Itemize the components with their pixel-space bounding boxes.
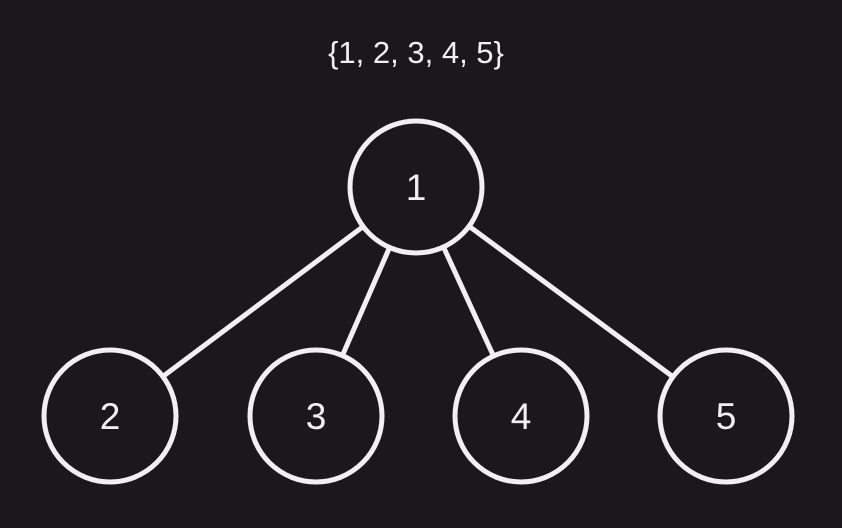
- edge-1-2: [161, 224, 365, 379]
- node-label-4: 4: [511, 396, 532, 437]
- edge-1-3: [340, 246, 392, 357]
- edge-1-4: [441, 245, 496, 358]
- node-label-2: 2: [100, 396, 121, 437]
- node-2: 2: [41, 347, 179, 485]
- node-label-3: 3: [306, 396, 327, 437]
- node-circle-3: [247, 347, 385, 485]
- nodes-group: 1 2 3 4 5: [41, 118, 795, 485]
- edge-1-5: [467, 224, 675, 379]
- node-circle-4: [452, 347, 590, 485]
- edges-group: [161, 224, 675, 379]
- node-circle-5: [657, 347, 795, 485]
- node-3: 3: [247, 347, 385, 485]
- node-label-5: 5: [716, 396, 737, 437]
- node-circle-2: [41, 347, 179, 485]
- node-4: 4: [452, 347, 590, 485]
- node-1: 1: [347, 118, 485, 256]
- node-5: 5: [657, 347, 795, 485]
- node-label-1: 1: [406, 167, 427, 208]
- node-circle-1: [347, 118, 485, 256]
- set-label: {1, 2, 3, 4, 5}: [328, 35, 504, 70]
